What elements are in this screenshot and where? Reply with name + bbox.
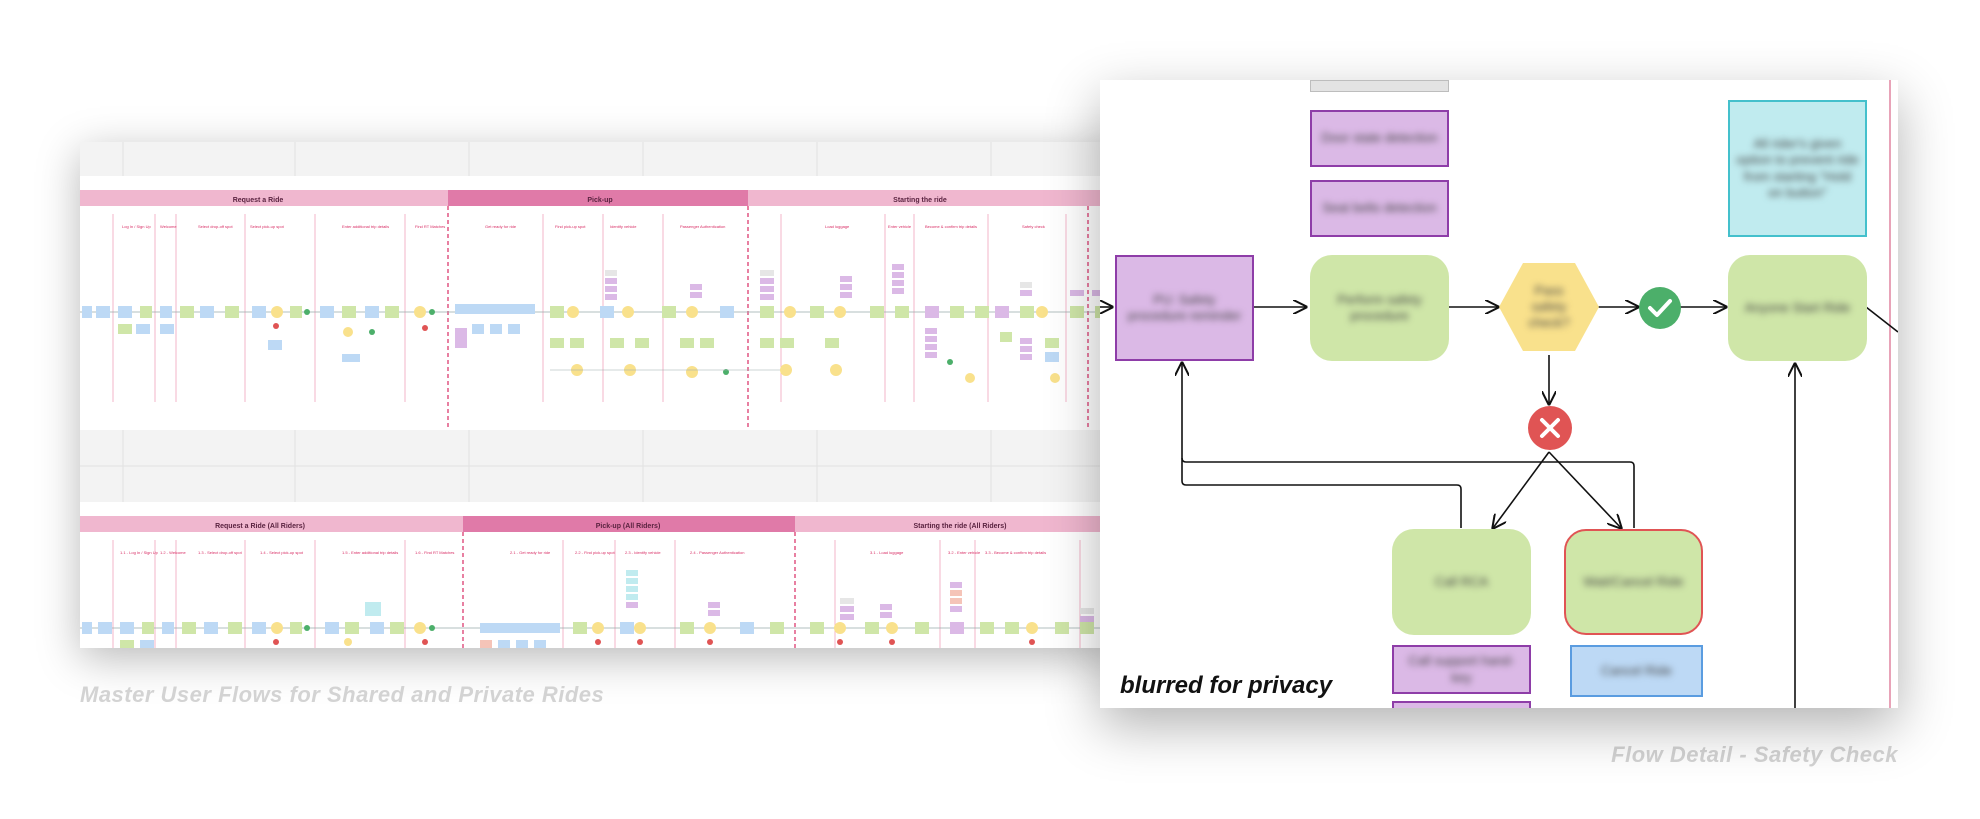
node-label: Anyone Start Ride xyxy=(1744,299,1851,315)
wait-cancel-ride-node: Wait/Cancel Ride xyxy=(1564,529,1703,635)
pass-safety-check-decision xyxy=(1499,263,1599,351)
caption-flow-detail: Flow Detail - Safety Check xyxy=(1611,742,1898,767)
svg-text:1.3 - Select drop-off spot: 1.3 - Select drop-off spot xyxy=(198,550,243,555)
svg-text:2.3 - Identify vehicle: 2.3 - Identify vehicle xyxy=(625,550,661,555)
svg-text:2.4 - Passenger Authentication: 2.4 - Passenger Authentication xyxy=(690,550,744,555)
svg-text:Find RT Matches: Find RT Matches xyxy=(415,224,445,229)
phase-request-ride xyxy=(80,190,448,206)
svg-text:Select drop-off spot: Select drop-off spot xyxy=(198,224,234,229)
phase-label: Pick-up (All Riders) xyxy=(596,523,661,530)
svg-text:Safety check: Safety check xyxy=(1022,224,1045,229)
svg-text:Identify vehicle: Identify vehicle xyxy=(610,224,637,229)
svg-text:Enter vehicle: Enter vehicle xyxy=(888,224,912,229)
svg-text:3.2 - Enter vehicle: 3.2 - Enter vehicle xyxy=(948,550,981,555)
top-node-cut xyxy=(1310,80,1449,92)
perform-safety-procedure-node: Perform safety procedure xyxy=(1310,255,1449,361)
svg-text:Become & confirm trip details: Become & confirm trip details xyxy=(925,224,977,229)
flow-detail-safety-check: Door state detection Seat belts detectio… xyxy=(1100,80,1898,708)
seat-belts-detection-node: Seat belts detection xyxy=(1310,180,1449,237)
cut-off-node xyxy=(1392,701,1531,708)
phase-starting-ride xyxy=(748,190,1120,206)
svg-text:1.1 - Log In / Sign Up: 1.1 - Log In / Sign Up xyxy=(120,550,159,555)
node-label: Door state detection xyxy=(1321,130,1438,146)
svg-text:1.2 - Welcome: 1.2 - Welcome xyxy=(160,550,186,555)
svg-text:Log In / Sign Up: Log In / Sign Up xyxy=(122,224,151,229)
call-support-node: Call support hand-key xyxy=(1392,645,1531,694)
safety-procedure-reminder-node: PU: Safety procedure reminder xyxy=(1115,255,1254,361)
phase-pick-up xyxy=(448,190,748,206)
call-rca-node: Call RCA xyxy=(1392,529,1531,635)
svg-text:1.4 - Select pick-up spot: 1.4 - Select pick-up spot xyxy=(260,550,304,555)
phase-request-ride-all xyxy=(80,516,463,532)
phase-starting-ride-all xyxy=(795,516,1120,532)
svg-text:2.1 - Get ready for ride: 2.1 - Get ready for ride xyxy=(510,550,551,555)
phase-label: Pick-up xyxy=(587,197,612,204)
svg-text:Passenger Authentication: Passenger Authentication xyxy=(680,224,725,229)
node-label: Call support hand-key xyxy=(1408,653,1515,685)
node-label: Seat belts detection xyxy=(1322,200,1437,216)
master-flow-overview: Request a Ride Pick-up Starting the ride… xyxy=(80,142,1120,648)
phase-pick-up-all xyxy=(463,516,795,532)
node-label: Wait/Cancel Ride xyxy=(1583,573,1684,589)
svg-text:1.5 - Enter additional trip de: 1.5 - Enter additional trip details xyxy=(342,550,398,555)
svg-text:3.3 - Become & confirm trip de: 3.3 - Become & confirm trip details xyxy=(985,550,1046,555)
cross-icon xyxy=(1528,406,1572,450)
svg-text:2.2 - Find pick-up spot: 2.2 - Find pick-up spot xyxy=(575,550,615,555)
svg-text:Enter additional trip details: Enter additional trip details xyxy=(342,224,389,229)
node-label: Call RCA xyxy=(1434,573,1489,589)
node-label: Perform safety procedure xyxy=(1337,291,1422,323)
phase-label: Starting the ride (All Riders) xyxy=(914,523,1007,530)
node-label: Cancel Ride xyxy=(1601,662,1672,678)
node-label: PU: Safety procedure reminder xyxy=(1127,291,1242,323)
svg-text:Load luggage: Load luggage xyxy=(825,224,850,229)
svg-text:1.6 - Find RT Matches: 1.6 - Find RT Matches xyxy=(415,550,454,555)
phase-label: Request a Ride (All Riders) xyxy=(215,523,305,530)
node-label: Pass safety check? xyxy=(1528,282,1570,331)
cancel-ride-node: Cancel Ride xyxy=(1570,645,1703,697)
overview-canvas: Request a Ride Pick-up Starting the ride… xyxy=(80,142,1120,648)
phase-label: Request a Ride xyxy=(233,197,284,204)
decision-label-wrap: Pass safety check? xyxy=(1510,267,1588,347)
anyone-start-ride-node: Anyone Start Ride xyxy=(1728,255,1867,361)
privacy-notice: blurred for privacy xyxy=(1120,672,1333,699)
svg-text:Welcome: Welcome xyxy=(160,224,177,229)
detail-connectors xyxy=(1100,80,1898,708)
check-icon xyxy=(1639,287,1681,329)
node-label: All rider's given option to prevent ride… xyxy=(1736,136,1859,200)
svg-text:Select pick-up spot: Select pick-up spot xyxy=(250,224,285,229)
all-riders-option-node: All rider's given option to prevent ride… xyxy=(1728,100,1867,237)
phase-label: Starting the ride xyxy=(893,197,947,204)
svg-text:Find pick-up spot: Find pick-up spot xyxy=(555,224,586,229)
caption-master-user-flows: Master User Flows for Shared and Private… xyxy=(80,682,605,707)
svg-text:Get ready for ride: Get ready for ride xyxy=(485,224,517,229)
svg-text:3.1 - Load luggage: 3.1 - Load luggage xyxy=(870,550,904,555)
door-state-detection-node: Door state detection xyxy=(1310,110,1449,167)
